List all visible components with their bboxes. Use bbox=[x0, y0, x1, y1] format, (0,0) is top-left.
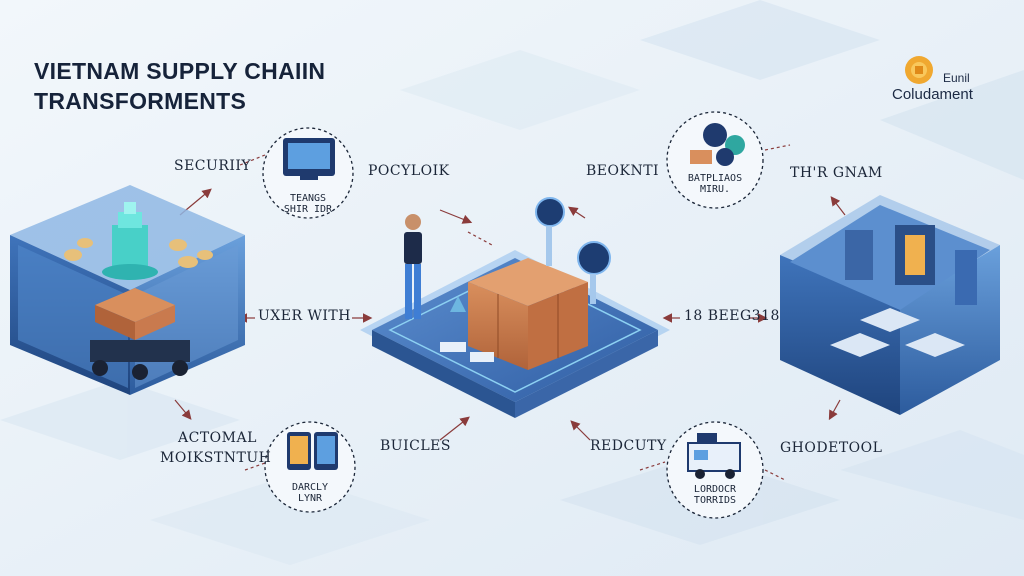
connector-ghode bbox=[828, 399, 841, 421]
circle-node-bottom-right bbox=[666, 421, 764, 519]
left-warehouse-cube bbox=[10, 185, 245, 395]
central-platform bbox=[360, 197, 670, 418]
caption-bottom-right-line2: TORRIDS bbox=[693, 495, 737, 506]
connector-actional bbox=[174, 399, 192, 420]
connector-portfolio-b bbox=[467, 231, 493, 246]
connector-buicles bbox=[439, 416, 470, 441]
label-security: SECURIIY bbox=[174, 158, 252, 174]
brand-name: Coludament bbox=[892, 86, 973, 103]
dash-tl bbox=[239, 154, 266, 166]
label-actional-1: ACTOMAL bbox=[178, 430, 257, 446]
circle-node-top-right bbox=[666, 111, 764, 209]
caption-top-left-line2: SHIR IDR bbox=[283, 204, 333, 215]
connector-top-right bbox=[830, 196, 846, 216]
caption-bottom-left: DARCLY LYNR bbox=[270, 482, 350, 504]
right-logistics-cube bbox=[780, 195, 1000, 415]
dash-tr bbox=[764, 144, 791, 151]
delivery-truck-icon bbox=[687, 433, 741, 479]
caption-top-left-line1: TEANGS bbox=[289, 193, 327, 204]
dash-bl bbox=[244, 461, 269, 471]
circle-node-bottom-left bbox=[264, 421, 356, 513]
connector-portfolio bbox=[439, 209, 473, 224]
label-redcuty: REDCUTY bbox=[590, 438, 667, 454]
worker-figure-icon bbox=[404, 214, 422, 319]
caption-top-right: BATPLIAOS MIRU. bbox=[675, 173, 755, 195]
caption-bottom-right-line1: LORDOCR bbox=[693, 484, 737, 495]
label-beeg: 18 BEEG318 bbox=[684, 308, 780, 324]
ai-robot-tower-icon bbox=[102, 202, 158, 280]
monitor-stand-icon bbox=[535, 197, 611, 304]
documents-icon bbox=[440, 296, 494, 362]
label-ghode: GHODETOOL bbox=[780, 440, 883, 456]
label-actional-2: MOIKSTNTUH bbox=[160, 450, 272, 466]
phone-icon bbox=[287, 432, 338, 470]
dash-br bbox=[639, 461, 666, 471]
title-line-1: VIETNAM SUPPLY CHAIIN bbox=[34, 58, 326, 84]
gold-items bbox=[64, 238, 213, 268]
label-top-right: TH'R GNAM bbox=[790, 165, 883, 181]
circle-node-top-left bbox=[262, 127, 354, 219]
page-title: VIETNAM SUPPLY CHAIIN TRANSFORMENTS bbox=[34, 56, 325, 116]
connector-redcuty bbox=[570, 420, 591, 441]
brand-tag: Eunil bbox=[943, 71, 970, 85]
brand-block: Eunil Coludament bbox=[890, 56, 1010, 112]
caption-top-right-line2: MIRU. bbox=[699, 184, 731, 195]
coin-logo-icon bbox=[905, 56, 933, 84]
label-user-with: UXER WITH bbox=[258, 308, 351, 324]
dash-br2 bbox=[764, 469, 786, 481]
monitor-icon bbox=[283, 138, 335, 180]
connector-benefit bbox=[568, 206, 586, 219]
caption-bottom-left-line1: DARCLY bbox=[291, 482, 329, 493]
shelves bbox=[845, 225, 977, 305]
label-portfolio: POCYLOIK bbox=[368, 163, 450, 179]
title-line-2: TRANSFORMENTS bbox=[34, 88, 247, 114]
cargo-box-icon bbox=[468, 258, 588, 370]
caption-top-left: TEANGS SHIR IDR bbox=[268, 193, 348, 215]
crates bbox=[830, 308, 965, 357]
label-benefit: BEOKNTI bbox=[586, 163, 660, 179]
robot-vehicle bbox=[90, 288, 190, 380]
coins-icon bbox=[690, 123, 745, 166]
caption-bottom-right: LORDOCR TORRIDS bbox=[675, 484, 755, 506]
label-buicles: BUICLES bbox=[380, 438, 451, 454]
caption-bottom-left-line2: LYNR bbox=[297, 493, 323, 504]
caption-top-right-line1: BATPLIAOS bbox=[687, 173, 743, 184]
